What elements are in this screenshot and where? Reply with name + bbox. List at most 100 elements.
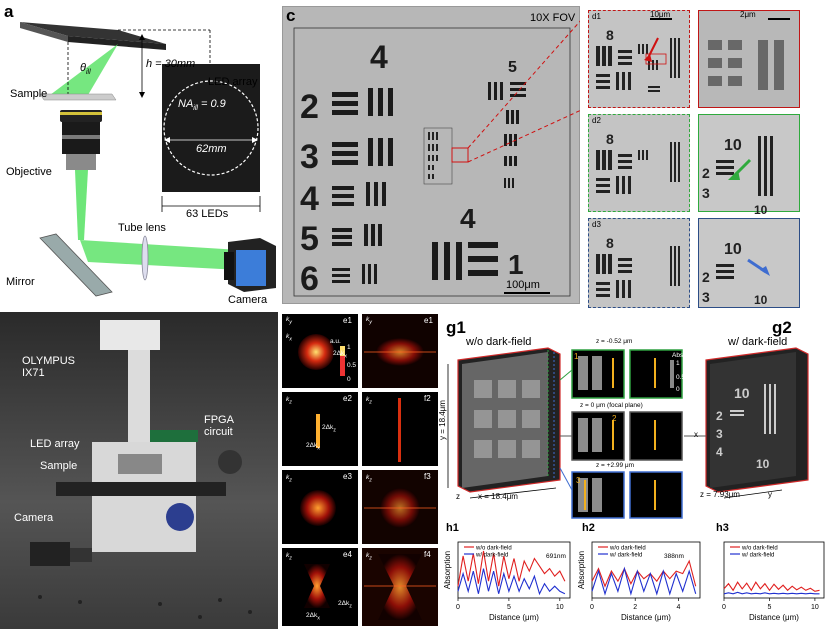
svg-text:2: 2 <box>716 409 723 423</box>
svg-text:8: 8 <box>606 27 614 43</box>
label-abs-0: 0 <box>676 386 680 393</box>
label-kz-f4: kz <box>366 552 372 562</box>
label-olympus: OLYMPUS IX71 <box>22 355 75 379</box>
svg-text:10: 10 <box>734 385 750 401</box>
zoom-detail-patterns: 10 2 3 10 10 2 3 10 <box>702 18 790 307</box>
label-y-axis: y <box>768 490 772 499</box>
x-tick-label: 4 <box>676 604 680 611</box>
legend-label: w/o dark-field <box>609 546 646 552</box>
usaf-target: 4 2 3 4 5 6 5 <box>293 20 580 298</box>
x-tick-label: 0 <box>722 604 726 611</box>
svg-text:2: 2 <box>300 88 319 126</box>
x-tick-label: 10 <box>811 604 819 611</box>
label-camera: Camera <box>228 294 268 306</box>
legend-label: w/ dark-field <box>475 553 508 559</box>
svg-text:5: 5 <box>300 220 319 258</box>
svg-text:3: 3 <box>702 289 710 305</box>
series-line-wo-dark-field <box>723 581 820 592</box>
zoom-d3 <box>588 218 690 308</box>
label-scale-10: 10μm <box>650 10 671 19</box>
label-dkx-e4: 2Δkx <box>306 612 320 622</box>
legend-label: w/o dark-field <box>741 546 778 552</box>
label-objective: Objective <box>6 166 52 178</box>
label-marker-3: 3 <box>576 476 581 485</box>
label-h1: h1 <box>446 522 459 534</box>
chart-frame <box>591 541 701 599</box>
label-led-array: LED array <box>208 76 258 88</box>
detection-beam <box>80 240 240 270</box>
label-abs-05: 0.5 <box>676 374 686 381</box>
svg-text:4: 4 <box>300 180 319 218</box>
label-z-dim: z = 7.93μm <box>700 490 740 499</box>
svg-text:3: 3 <box>300 138 319 176</box>
panel-letter-a: a <box>4 2 14 21</box>
label-cb-0: 0 <box>347 376 351 383</box>
panel-letter-g1: g1 <box>446 318 466 337</box>
x-tick-label: 0 <box>456 604 460 611</box>
label-na: NAill = 0.9 <box>178 98 226 113</box>
zoom-d-patterns: 8 8 8 <box>596 18 680 298</box>
x-axis-label: Distance (μm) <box>749 613 799 622</box>
svg-text:10: 10 <box>756 457 770 471</box>
tube-lens <box>141 235 149 281</box>
label-f4: f4 <box>424 550 431 559</box>
x-tick-label: 10 <box>556 604 564 611</box>
svg-text:4: 4 <box>370 39 388 75</box>
label-tube-lens: Tube lens <box>118 222 166 234</box>
volume-renderings: 10 2 3 4 10 <box>447 347 809 519</box>
label-sample-b: Sample <box>40 460 78 472</box>
x-tick-label: 5 <box>507 604 511 611</box>
microscope-photo <box>0 312 278 629</box>
label-cb-1: 1 <box>347 344 351 351</box>
y-axis-label: Absorption <box>577 551 586 589</box>
chart-frame <box>457 541 571 599</box>
panel-letter-g2: g2 <box>772 318 792 337</box>
svg-text:2: 2 <box>702 269 710 285</box>
label-w-dark-field: w/ dark-field <box>728 336 788 348</box>
label-e1: e1 <box>424 316 433 325</box>
illumination-beam <box>50 44 118 95</box>
label-wo-dark-field: w/o dark-field <box>466 336 532 348</box>
label-d3: d3 <box>592 220 601 229</box>
fov-image <box>282 6 580 304</box>
x-tick-label: 5 <box>768 604 772 611</box>
label-fpga: FPGA circuit <box>204 414 234 438</box>
series-line-wo-dark-field <box>591 559 697 588</box>
label-e3: e3 <box>343 472 352 481</box>
label-marker-2: 2 <box>612 414 617 423</box>
series-line-wo-dark-field <box>457 550 566 587</box>
svg-text:8: 8 <box>606 235 614 251</box>
svg-text:5: 5 <box>508 59 517 76</box>
svg-text:10: 10 <box>754 293 768 307</box>
x-axis-label: Distance (μm) <box>489 613 539 622</box>
label-ky-e1: ky <box>286 316 292 326</box>
label-dkz-e2: 2Δkz <box>322 424 336 434</box>
label-x-dim: x = 18.4μm <box>478 492 518 501</box>
panel-a-schematic <box>20 22 276 297</box>
svg-text:6: 6 <box>300 260 319 298</box>
label-dkx-e1: 2Δkx <box>333 350 347 360</box>
label-z-3: z = +2.99 μm <box>596 462 635 469</box>
label-ky-f1: ky <box>366 316 372 326</box>
label-kz-e4: kz <box>286 552 292 562</box>
label-x-axis: x <box>694 430 698 439</box>
label-scale-2: 2μm <box>740 10 756 19</box>
label-kx-e1: kx <box>286 333 292 343</box>
label-theta: θill <box>80 62 91 77</box>
svg-text:10: 10 <box>724 137 742 154</box>
na-circle <box>163 80 259 176</box>
label-scale-100: 100μm <box>506 279 540 291</box>
annotation-h1: 691nm <box>546 553 566 560</box>
label-z-axis: z <box>456 492 460 501</box>
stage <box>56 482 226 496</box>
annotation-h2: 388nm <box>664 553 684 560</box>
legend-label: w/o dark-field <box>475 546 512 552</box>
microscope-head <box>100 320 160 350</box>
label-z-2: z = 0 μm (focal plane) <box>580 402 643 409</box>
label-y-dim: y = 18.4μm <box>438 400 447 440</box>
fpga-board <box>150 430 198 442</box>
